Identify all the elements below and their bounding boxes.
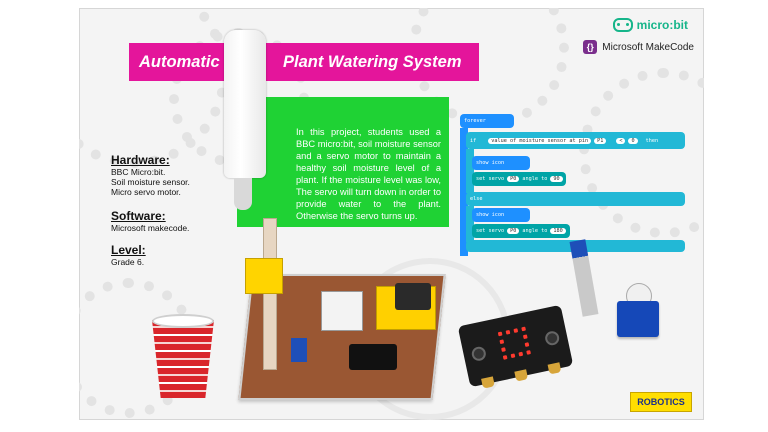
then-label: then bbox=[645, 137, 659, 144]
set-servo-label: set servo bbox=[476, 176, 505, 182]
if-block: if value of moisture sensor at pin P1 < … bbox=[466, 132, 685, 149]
title-banner: Automatic Plant Watering System bbox=[129, 43, 479, 81]
if-label: if bbox=[470, 137, 477, 144]
led-icon bbox=[510, 353, 516, 359]
forever-block: forever bbox=[460, 114, 514, 128]
button-a-icon bbox=[470, 345, 488, 363]
servo-pin-dropdown-2: P0 bbox=[507, 228, 520, 234]
microbit-logo-icon bbox=[612, 18, 633, 32]
led-icon bbox=[526, 350, 531, 355]
led-icon bbox=[505, 329, 511, 335]
led-icon bbox=[521, 326, 527, 332]
hardware-heading: Hardware: bbox=[111, 153, 170, 167]
hardware-line: Micro servo motor. bbox=[111, 187, 181, 197]
operator-dropdown: < bbox=[616, 137, 626, 144]
level-line: Grade 6. bbox=[111, 257, 145, 267]
servo-pin-dropdown: P0 bbox=[507, 176, 520, 182]
forever-label: forever bbox=[464, 118, 486, 124]
servo-holder bbox=[245, 258, 283, 294]
show-icon-label-2: show icon bbox=[476, 212, 505, 218]
software-section: Software: Microsoft makecode. bbox=[111, 209, 189, 233]
led-icon bbox=[497, 331, 503, 337]
led-icon bbox=[499, 339, 505, 345]
led-icon bbox=[524, 342, 530, 347]
water-bottle bbox=[224, 30, 266, 178]
show-icon-label: show icon bbox=[476, 160, 505, 166]
makecode-logo-text: Microsoft MakeCode bbox=[602, 41, 694, 53]
condition-text: value of moisture sensor at pin bbox=[488, 137, 592, 144]
set-servo-label-2: set servo bbox=[476, 228, 505, 234]
if-rail bbox=[466, 149, 474, 193]
else-block: else bbox=[466, 192, 685, 206]
battery-pack bbox=[349, 344, 397, 370]
set-servo-block-2: set servo P0 angle to 180 bbox=[472, 224, 570, 238]
description-box bbox=[237, 97, 449, 227]
button-b-icon bbox=[543, 329, 561, 347]
project-description: In this project, students used a BBC mic… bbox=[296, 127, 441, 221]
else-label: else bbox=[470, 196, 483, 202]
plant-cup bbox=[152, 320, 214, 398]
project-poster: micro:bit {} Microsoft MakeCode Automati… bbox=[79, 8, 704, 420]
show-icon-block: show icon bbox=[472, 156, 530, 170]
makecode-logo-icon: {} bbox=[583, 40, 598, 54]
led-icon bbox=[502, 355, 508, 360]
level-heading: Level: bbox=[111, 243, 146, 257]
forever-rail bbox=[460, 128, 468, 256]
show-icon-block-2: show icon bbox=[472, 208, 530, 222]
makecode-logo: {} Microsoft MakeCode bbox=[583, 40, 694, 54]
level-section: Level: Grade 6. bbox=[111, 243, 146, 267]
hardware-line: Soil moisture sensor. bbox=[111, 177, 190, 187]
title-right: Plant Watering System bbox=[283, 52, 462, 71]
makecode-program: forever if value of moisture sensor at p… bbox=[460, 114, 685, 260]
software-line: Microsoft makecode. bbox=[111, 223, 190, 233]
bottle-nozzle bbox=[234, 178, 252, 210]
servo-motor bbox=[617, 301, 659, 337]
led-icon bbox=[501, 347, 506, 352]
led-icon bbox=[518, 351, 524, 357]
battery-9v bbox=[321, 291, 363, 331]
pin-dropdown: P1 bbox=[594, 137, 607, 144]
else-rail bbox=[466, 206, 474, 242]
microbit-board bbox=[395, 283, 431, 310]
set-servo-block: set servo P0 angle to 90 bbox=[472, 172, 566, 186]
led-icon bbox=[513, 328, 519, 333]
microbit-logo: micro:bit bbox=[612, 18, 688, 32]
threshold-value: 0 bbox=[628, 137, 638, 144]
edge-pad bbox=[514, 369, 529, 382]
title-left: Automatic bbox=[139, 52, 220, 71]
angle-to-label: angle to bbox=[522, 176, 548, 182]
gear-background-icon bbox=[579, 68, 704, 238]
robotics-logo: ROBOTICS bbox=[630, 392, 692, 412]
led-icon bbox=[522, 334, 528, 340]
angle-value-1: 90 bbox=[550, 176, 563, 182]
angle-to-label-2: angle to bbox=[522, 228, 548, 234]
microbit-logo-text: micro:bit bbox=[636, 18, 688, 32]
edge-pad bbox=[547, 362, 562, 375]
stand-post bbox=[263, 218, 277, 370]
software-heading: Software: bbox=[111, 209, 166, 223]
hardware-section: Hardware: BBC Micro:bit. Soil moisture s… bbox=[111, 153, 190, 197]
cup-rim bbox=[152, 314, 214, 328]
moisture-module bbox=[291, 338, 307, 362]
angle-value-2: 180 bbox=[550, 228, 566, 234]
hardware-line: BBC Micro:bit. bbox=[111, 167, 166, 177]
